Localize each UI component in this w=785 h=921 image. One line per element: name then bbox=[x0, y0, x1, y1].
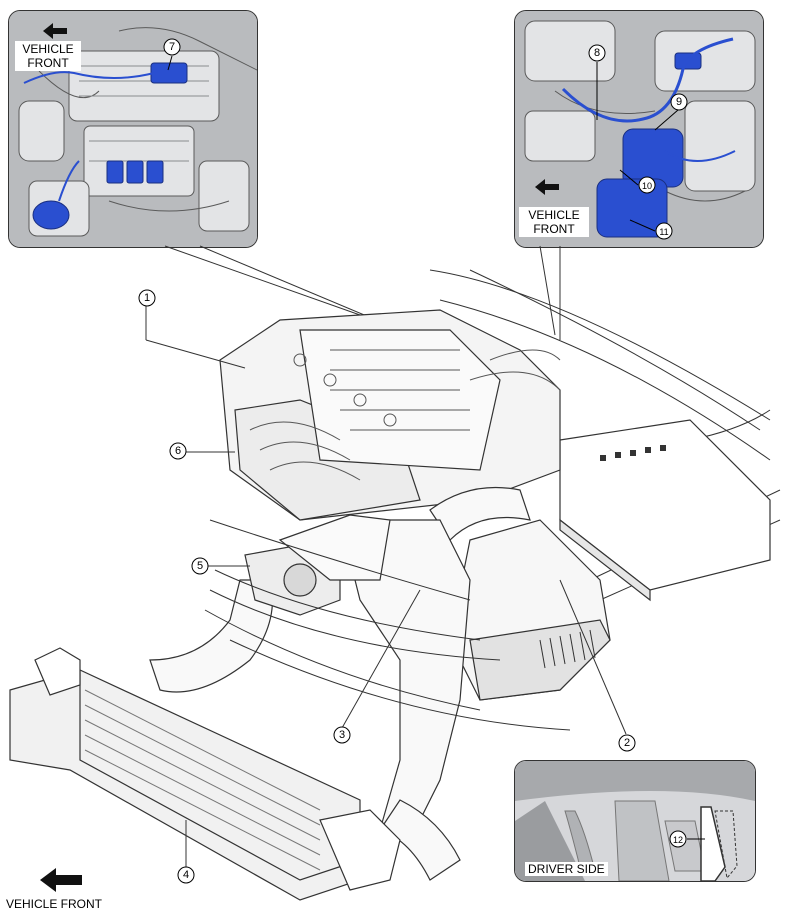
vehicle-front-arrow-icon-bottom bbox=[40, 868, 82, 892]
inset-driver-side: DRIVER SIDE bbox=[514, 760, 756, 882]
callout-12-text: 12 bbox=[672, 835, 683, 845]
callout-7-text: 7 bbox=[168, 41, 176, 53]
engine-details bbox=[249, 349, 561, 481]
battery-box bbox=[559, 419, 771, 602]
front-label-line2: FRONT bbox=[27, 56, 69, 70]
vehicle-front-label-bottom: VEHICLE FRONT bbox=[6, 897, 103, 911]
callout-1-text: 1 bbox=[143, 292, 151, 304]
vehicle-front-arrow-icon bbox=[43, 23, 67, 39]
callout-1: 1 bbox=[138, 289, 156, 310]
air-cleaner-ribs bbox=[539, 629, 596, 669]
callout-2: 2 bbox=[618, 734, 636, 755]
callout-8: 8 bbox=[588, 44, 606, 65]
callout-5-text: 5 bbox=[196, 560, 204, 572]
callout-6-text: 6 bbox=[174, 445, 182, 457]
intercooler-brackets bbox=[34, 647, 401, 891]
air-cleaner bbox=[449, 519, 611, 701]
driver-side-label: DRIVER SIDE bbox=[525, 862, 608, 876]
vehicle-label-line1: VEHICLE bbox=[22, 42, 74, 56]
intercooler bbox=[9, 669, 361, 901]
air-hose bbox=[149, 486, 531, 881]
vehicle-label-line1-right: VEHICLE bbox=[528, 208, 580, 222]
vehicle-front-label-top-right: VEHICLE FRONT bbox=[519, 207, 589, 237]
inset-top-left: VEHICLE FRONT bbox=[8, 10, 258, 248]
callout-10-text: 10 bbox=[641, 181, 652, 191]
intercooler-fins bbox=[84, 689, 321, 871]
callout-4: 4 bbox=[177, 866, 195, 887]
callout-9-text: 9 bbox=[675, 96, 683, 108]
callout-5: 5 bbox=[191, 557, 209, 578]
inset-driver-side-drawing bbox=[515, 761, 755, 881]
callout-2-text: 2 bbox=[623, 737, 631, 749]
callout-7: 7 bbox=[163, 38, 181, 59]
callout-12: 12 bbox=[669, 830, 687, 851]
callout-3: 3 bbox=[333, 726, 351, 747]
callout-8-text: 8 bbox=[593, 47, 601, 59]
callout-10: 10 bbox=[638, 176, 656, 197]
callout-3-text: 3 bbox=[338, 729, 346, 741]
vehicle-front-arrow-icon-right bbox=[535, 179, 559, 195]
front-label-line2-right: FRONT bbox=[533, 222, 575, 236]
callout-6: 6 bbox=[169, 442, 187, 463]
callout-leaders bbox=[145, 305, 627, 868]
inset-top-right: VEHICLE FRONT bbox=[514, 10, 764, 248]
callout-9: 9 bbox=[670, 93, 688, 114]
callout-11: 11 bbox=[655, 222, 673, 243]
callout-4-text: 4 bbox=[182, 869, 190, 881]
intake-duct bbox=[278, 514, 391, 581]
vehicle-front-label-top-left: VEHICLE FRONT bbox=[15, 41, 81, 71]
callout-11-text: 11 bbox=[659, 227, 669, 237]
